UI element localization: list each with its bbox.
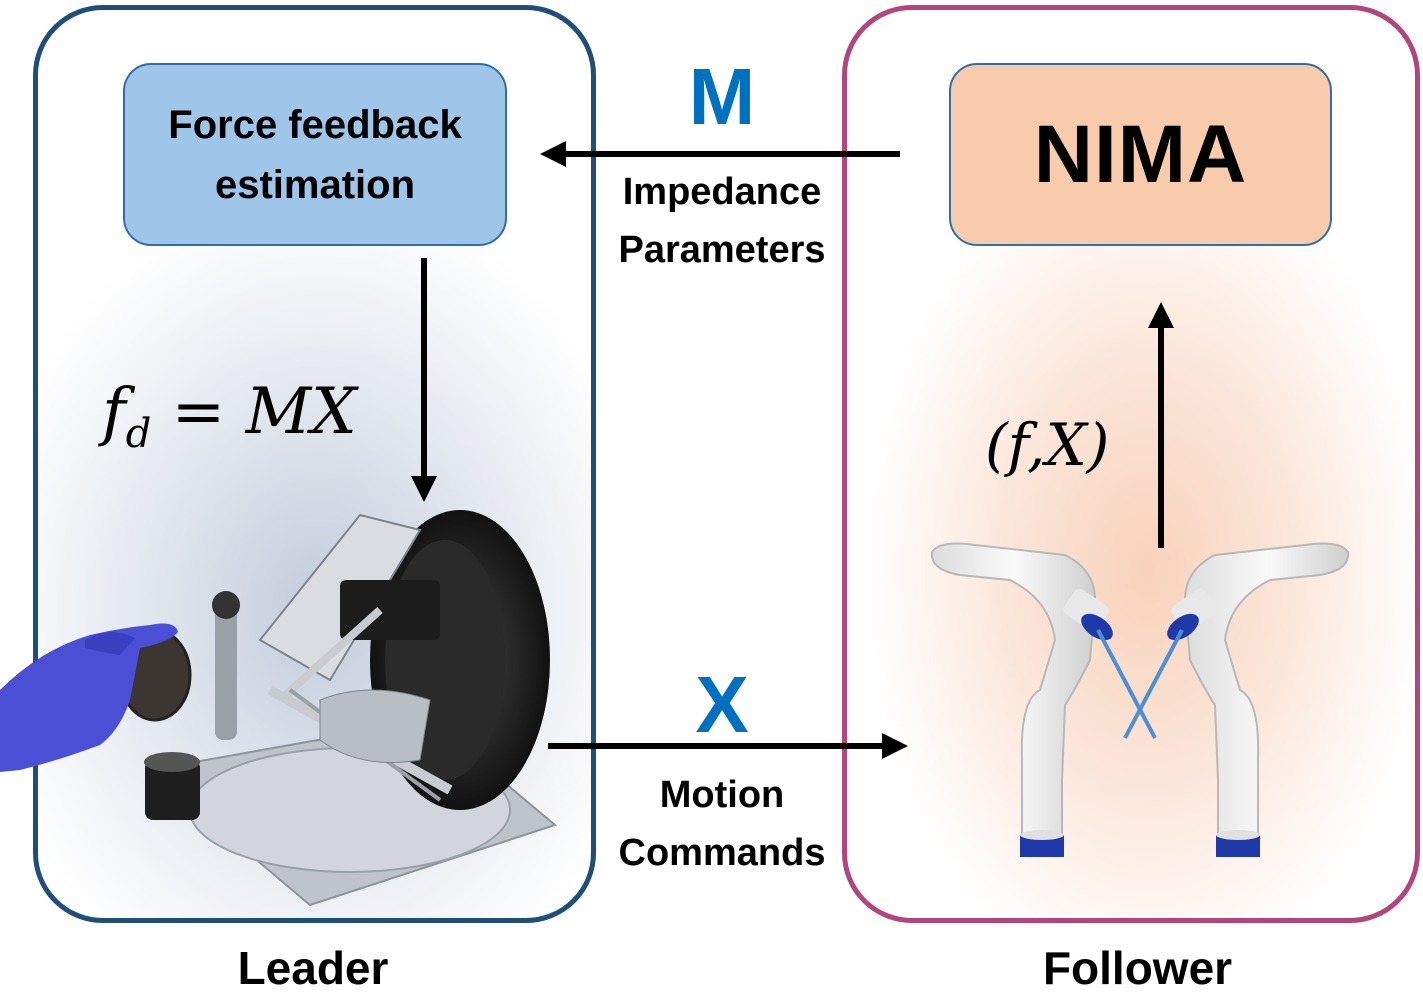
impedance-line1: Impedance [622,171,822,213]
follower-signal-label: (f,X) [985,411,1110,479]
force-feedback-estimation-box: Force feedback estimation [123,63,507,246]
equation-rest: = MX [171,375,357,449]
impedance-arrow [540,141,900,167]
impedance-label: Impedance Parameters [600,163,844,279]
haptic-device-icon [118,510,558,907]
follower-caption: Follower [1042,942,1233,994]
motion-line1: Motion [659,774,785,816]
nima-box: NIMA [949,63,1332,246]
leader-caption: Leader [237,942,389,994]
motion-line2: Commands [618,832,826,874]
right-robot-arm-icon [1123,542,1350,857]
motion-arrow [548,733,908,759]
up-arrow [1148,302,1174,548]
left-robot-arm-icon [930,542,1157,857]
impedance-line2: Parameters [618,229,826,271]
motion-label: Motion Commands [600,766,844,882]
impedance-symbol: M [688,52,756,141]
equation-f: f [102,375,126,449]
down-arrow [411,258,437,502]
force-box-line1: Force feedback [168,102,462,147]
gloved-hand-icon [0,623,178,772]
nima-label: NIMA [1033,108,1248,200]
force-box-line2: estimation [214,162,416,207]
equation-subscript: d [125,411,152,457]
force-equation: fd = MX [102,372,357,474]
motion-symbol: X [695,660,749,749]
